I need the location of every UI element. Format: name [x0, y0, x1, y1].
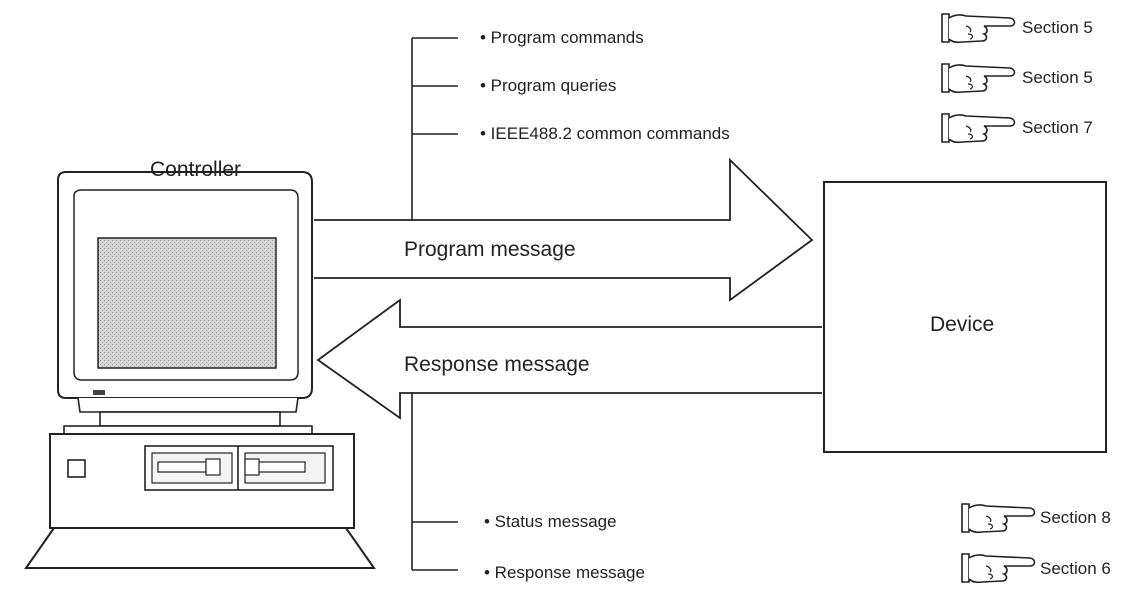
program-message-label: Program message [404, 238, 576, 261]
pointing-hand-icon [961, 503, 1036, 534]
response-item-1-ref: Section 8 [1040, 508, 1111, 527]
program-message-arrow [314, 157, 814, 302]
device-box [823, 181, 1107, 453]
response-message-bracket [411, 393, 458, 571]
response-message-arrow [316, 298, 822, 420]
program-item-3: • IEEE488.2 common commands [480, 124, 730, 143]
pointing-hand-icon [941, 13, 1016, 44]
response-message-label: Response message [404, 353, 590, 376]
keyboard [24, 527, 376, 569]
pointing-hand-icon [961, 553, 1036, 584]
program-item-2-ref: Section 5 [1022, 68, 1093, 87]
program-item-1: • Program commands [480, 28, 644, 47]
program-message-bracket [411, 37, 458, 220]
pointing-hand-icon [941, 113, 1016, 144]
response-item-1: • Status message [484, 512, 617, 531]
response-item-2: • Response message [484, 563, 645, 582]
program-item-3-ref: Section 7 [1022, 118, 1093, 137]
controller-computer [24, 171, 376, 569]
device-label: Device [930, 313, 994, 336]
program-item-2: • Program queries [480, 76, 616, 95]
monitor-screen [97, 237, 277, 369]
response-item-2-ref: Section 6 [1040, 559, 1111, 578]
program-item-1-ref: Section 5 [1022, 18, 1093, 37]
controller-label: Controller [150, 158, 241, 181]
pointing-hand-icon [941, 63, 1016, 94]
